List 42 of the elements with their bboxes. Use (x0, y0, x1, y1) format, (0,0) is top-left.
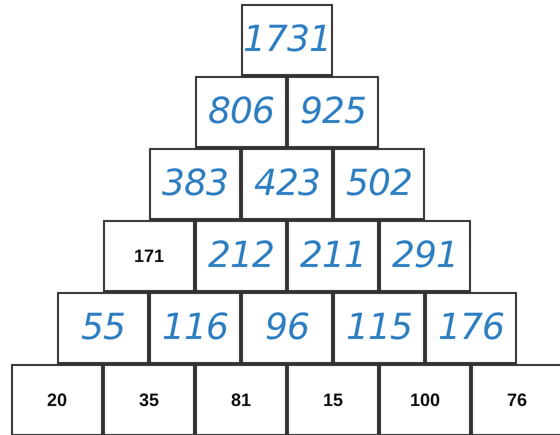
number-cell (195, 220, 287, 292)
handwritten-number: 211 (300, 234, 366, 278)
number-cell (287, 76, 379, 148)
handwritten-number: 212 (208, 234, 274, 278)
number-cell (11, 364, 103, 435)
handwritten-number: 806 (208, 90, 274, 134)
number-cell (57, 292, 149, 364)
given-number: 171 (134, 244, 164, 268)
number-cell (103, 220, 195, 292)
given-number: 76 (506, 388, 528, 412)
number-cell (471, 364, 560, 435)
handwritten-number: 423 (254, 162, 320, 206)
number-cell (287, 220, 379, 292)
given-number: 15 (322, 388, 344, 412)
given-number: 20 (46, 388, 68, 412)
number-cell (241, 292, 333, 364)
handwritten-number: 291 (392, 234, 458, 278)
number-cell (379, 220, 471, 292)
handwritten-number: 502 (346, 162, 412, 206)
handwritten-number: 55 (80, 306, 125, 350)
handwritten-number: 383 (162, 162, 228, 206)
given-number: 35 (138, 388, 160, 412)
handwritten-number: 1731 (242, 18, 332, 62)
handwritten-number: 115 (346, 306, 412, 350)
number-cell (379, 364, 471, 435)
number-cell (333, 148, 425, 220)
number-cell (195, 364, 287, 435)
number-cell (241, 4, 333, 76)
number-cell (333, 292, 425, 364)
number-cell (149, 148, 241, 220)
number-cell (149, 292, 241, 364)
number-cell (103, 364, 195, 435)
number-cell (287, 364, 379, 435)
handwritten-number: 116 (162, 306, 228, 350)
number-cell (195, 76, 287, 148)
number-cell (425, 292, 517, 364)
handwritten-number: 925 (300, 90, 366, 134)
handwritten-number: 176 (438, 306, 504, 350)
given-number: 81 (230, 388, 252, 412)
handwritten-number: 96 (264, 306, 309, 350)
given-number: 100 (410, 388, 440, 412)
number-cell (241, 148, 333, 220)
